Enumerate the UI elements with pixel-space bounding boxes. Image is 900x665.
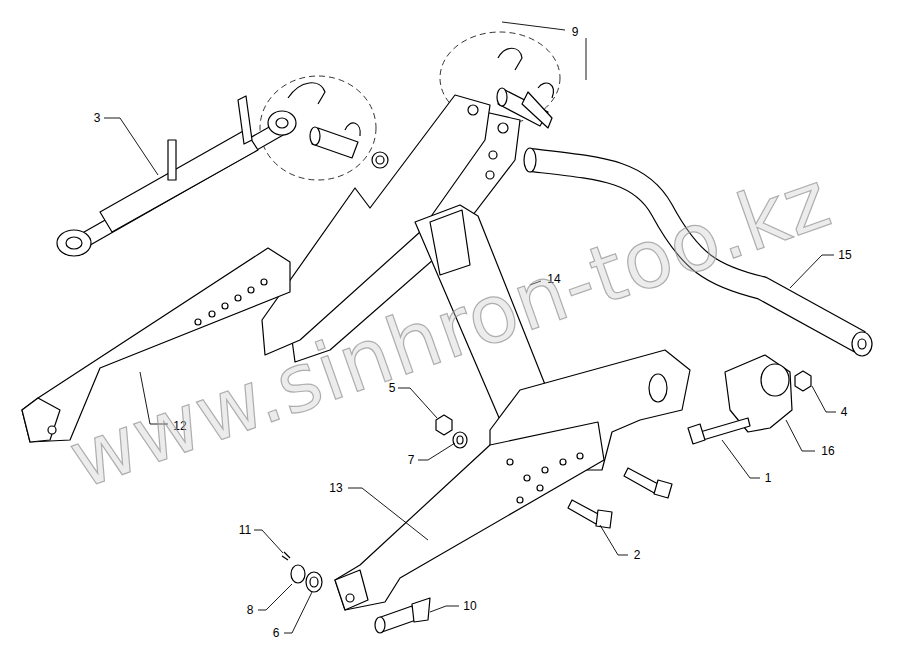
callout-number: 15 <box>838 249 851 261</box>
callout-number: 13 <box>329 482 342 494</box>
callout-number: 3 <box>94 112 101 124</box>
callout-number: 6 <box>273 627 280 639</box>
callout-number: 4 <box>841 406 848 418</box>
callout-number: 16 <box>821 445 834 457</box>
callout-number: 8 <box>247 604 254 616</box>
callout-number: 10 <box>463 600 476 612</box>
callout-number: 1 <box>765 472 772 484</box>
callout-number: 9 <box>572 26 579 38</box>
callout-number: 11 <box>239 524 251 536</box>
callout-number: 7 <box>408 454 415 466</box>
callout-number: 2 <box>634 549 641 561</box>
